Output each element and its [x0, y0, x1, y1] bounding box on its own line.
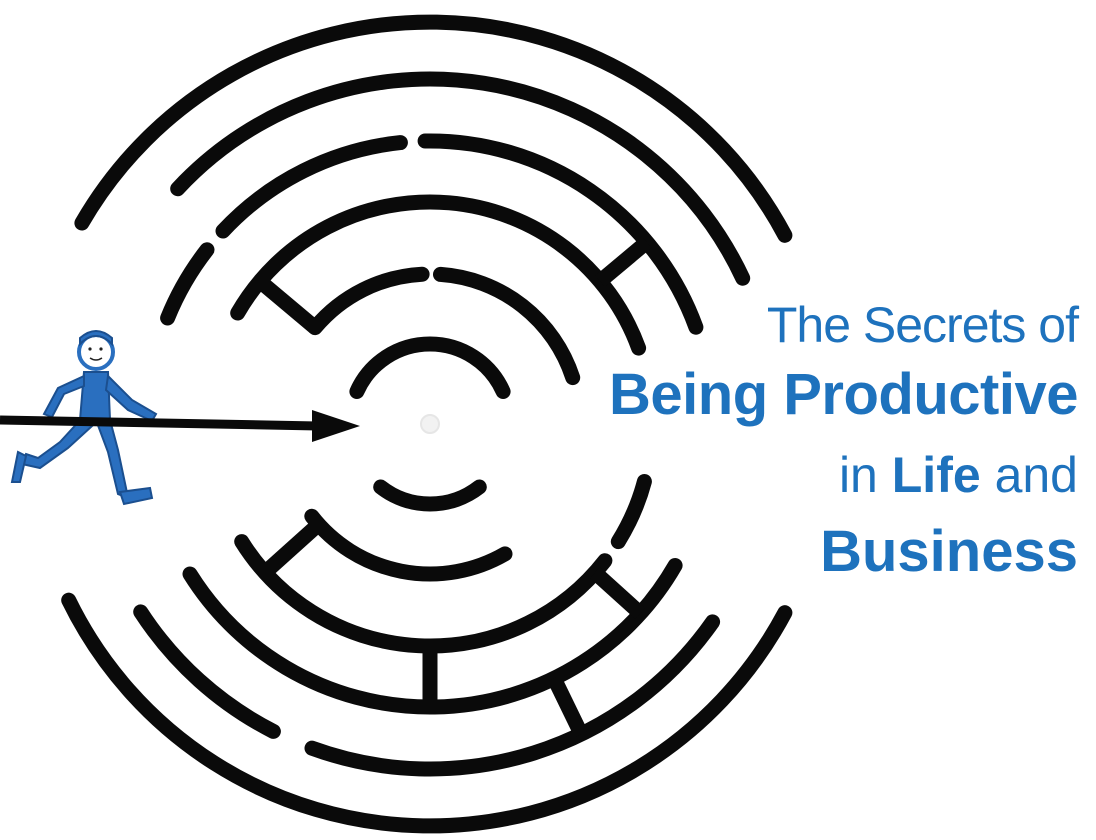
- maze-ring-2-top-left: [307, 266, 430, 336]
- title-line-3-keyword: Life: [891, 447, 981, 503]
- title-line-1: The Secrets of: [766, 297, 1079, 353]
- maze-ring-5-top: [170, 71, 751, 286]
- arrow-right-icon: [0, 410, 360, 442]
- title-block: The Secrets of Being Productive in Life …: [518, 296, 1079, 590]
- maze-spoke-5: [589, 566, 646, 619]
- maze-spoke-1: [255, 275, 320, 334]
- maze-spoke-6: [547, 675, 588, 738]
- maze-ring-5-bottom-right: [304, 614, 721, 777]
- maze-ring-4-left-piece: [160, 242, 215, 326]
- maze-ring-4-top-left: [215, 135, 408, 239]
- maze-ring-1-bottom: [373, 479, 487, 512]
- maze-ring-3-bottom: [234, 534, 613, 654]
- maze-ring-2-top-right: [433, 266, 581, 386]
- maze-ring-3-top: [230, 194, 647, 356]
- maze-spoke-2: [595, 236, 652, 288]
- title-line-2: Being Productive: [609, 362, 1078, 427]
- title-line-3-suffix: and: [980, 447, 1078, 503]
- maze-ring-5-bottom-left: [133, 604, 281, 739]
- maze-ring-1-top: [349, 336, 511, 399]
- maze-ring-6-top: [74, 14, 793, 243]
- maze-ring-2-bottom: [304, 508, 513, 582]
- maze-spoke-3: [259, 518, 324, 579]
- maze-ring-6-bottom: [61, 592, 793, 834]
- title-line-3: in Life and: [518, 436, 1078, 514]
- title-line-4: Business: [820, 519, 1078, 584]
- maze-center-dot: [420, 414, 440, 434]
- maze-ring-4-top-right: [417, 133, 704, 335]
- maze-ring-3-right-piece: [610, 474, 652, 550]
- title-line-3-prefix: in: [838, 447, 892, 503]
